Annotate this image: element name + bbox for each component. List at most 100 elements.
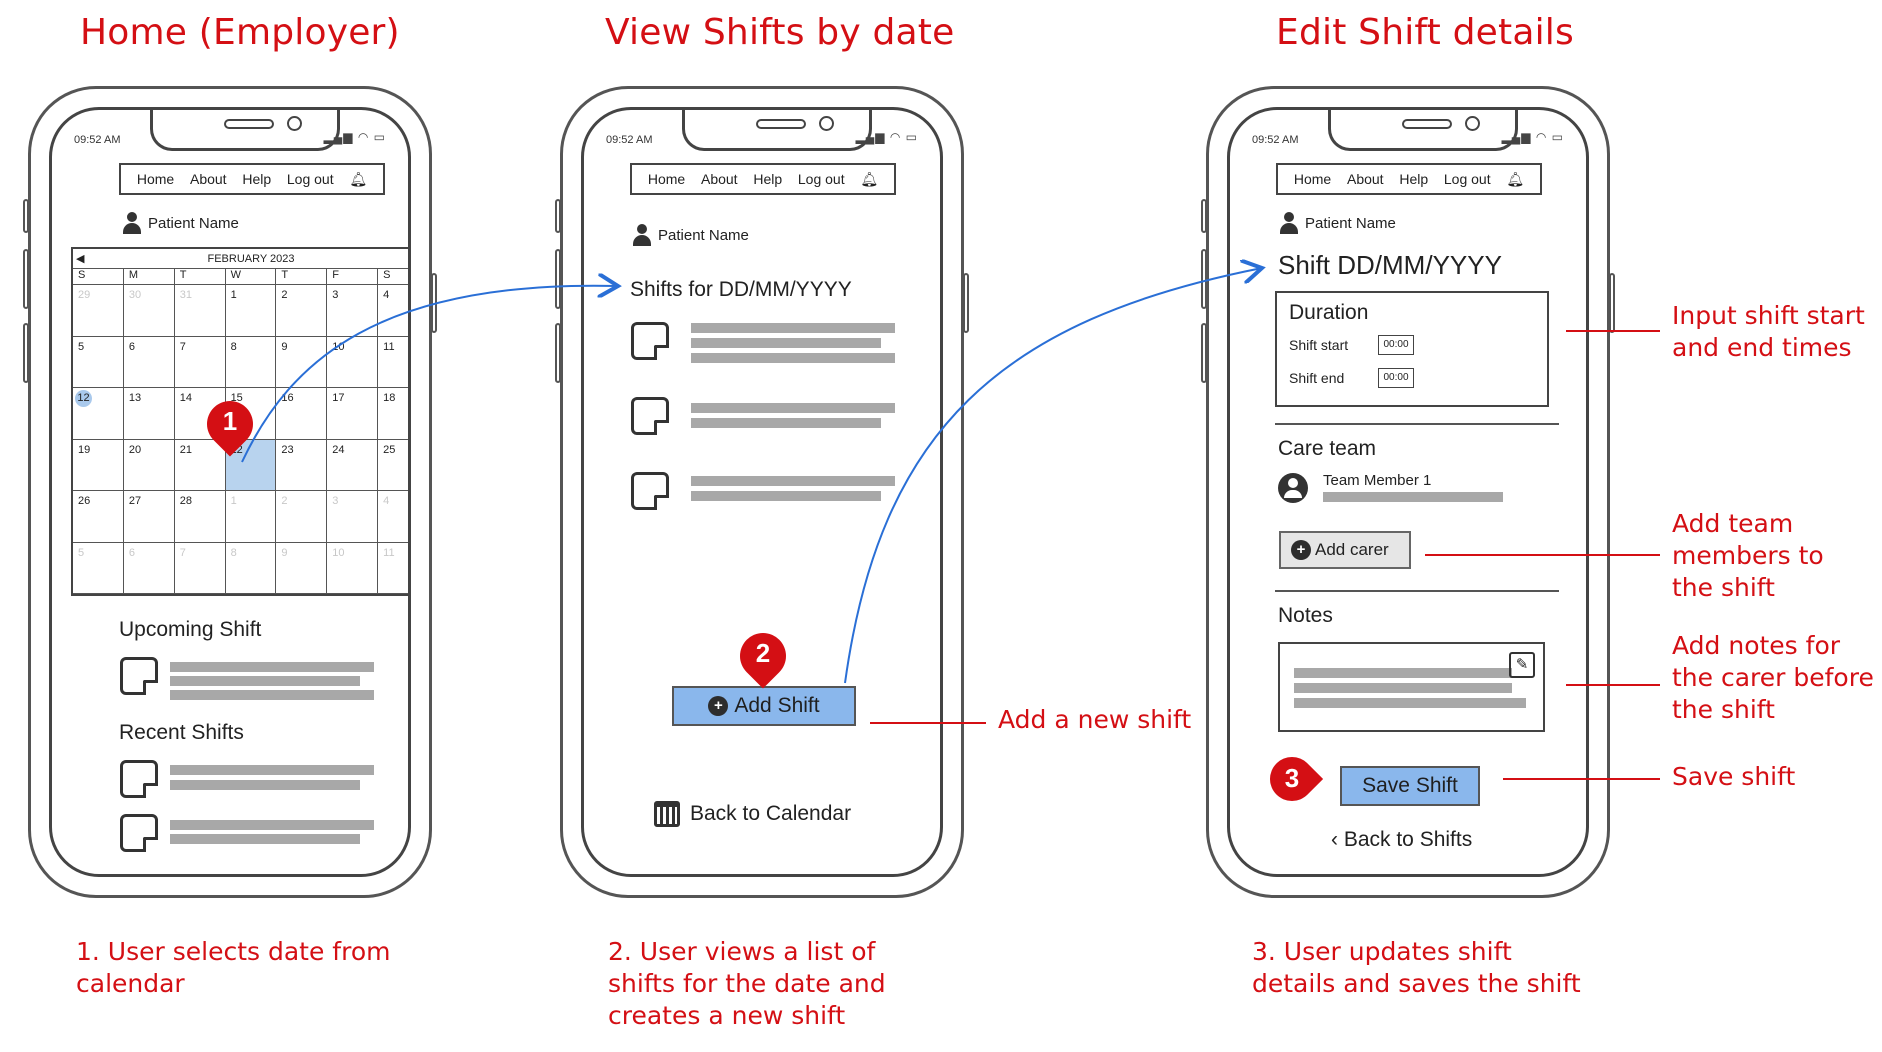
calendar-day-number: 23 [281, 443, 294, 456]
placeholder-bar [691, 353, 895, 363]
nav-bar: Home About Help Log out 🔔︎ [1276, 163, 1542, 195]
calendar-day[interactable]: 5 [73, 542, 124, 594]
placeholder-bar [691, 418, 881, 428]
calendar-day[interactable]: 29 [73, 285, 124, 337]
calendar-day[interactable]: 5 [73, 336, 124, 388]
back-to-calendar-link[interactable]: Back to Calendar [654, 801, 851, 827]
bell-icon[interactable]: 🔔︎ [349, 170, 368, 187]
placeholder-bar [691, 323, 895, 333]
calendar-day[interactable]: 19 [73, 439, 124, 491]
phone-side-button [1609, 273, 1615, 333]
nav-logout[interactable]: Log out [286, 171, 334, 187]
shift-start-input[interactable]: 00:00 [1378, 335, 1414, 355]
back-to-shifts-link[interactable]: ‹ Back to Shifts [1331, 828, 1473, 851]
calendar-day-number: 31 [179, 289, 192, 301]
phone-side-button [1201, 249, 1207, 309]
calendar-day[interactable]: 13 [123, 388, 175, 440]
calendar-day-number: 26 [78, 495, 91, 507]
calendar-day[interactable]: 7 [174, 542, 226, 594]
bell-icon[interactable]: 🔔︎ [1506, 170, 1525, 187]
weekday-label: T [276, 269, 328, 284]
phone-notch [1328, 110, 1518, 151]
calendar-day[interactable]: 30 [123, 285, 175, 337]
calendar-day[interactable]: 25 [378, 440, 408, 491]
placeholder-bar [691, 491, 881, 501]
calendar-day[interactable]: 26 [73, 491, 124, 543]
nav-help[interactable]: Help [753, 171, 783, 187]
nav-about[interactable]: About [1346, 171, 1384, 187]
calendar-day[interactable]: 11 [378, 337, 408, 388]
calendar-day[interactable]: 8 [225, 542, 277, 594]
nav-logout[interactable]: Log out [797, 171, 845, 187]
note-icon[interactable] [120, 760, 158, 798]
calendar-day[interactable]: 24 [327, 439, 379, 491]
calendar-day-number: 2 [281, 495, 288, 507]
calendar-day-number: 1 [230, 289, 237, 301]
calendar-day-number: 12 [75, 390, 92, 407]
nav-home[interactable]: Home [1293, 171, 1332, 187]
calendar-day[interactable]: 18 [378, 388, 408, 440]
nav-help[interactable]: Help [242, 171, 272, 187]
calendar-day-number: 19 [78, 443, 91, 456]
calendar-day-number: 30 [128, 289, 142, 301]
calendar-day[interactable]: 4 [378, 491, 408, 543]
calendar-day[interactable]: 9 [276, 542, 328, 594]
edit-pencil-icon[interactable]: ✎ [1509, 652, 1535, 678]
phone-side-button [23, 323, 29, 383]
calendar-day[interactable]: 1 [225, 491, 277, 543]
notes-textarea[interactable]: ✎ [1278, 642, 1545, 732]
calendar-day[interactable]: 31 [174, 285, 226, 337]
calendar-day[interactable]: 4 [378, 285, 408, 337]
calendar-day[interactable]: 12 [73, 388, 124, 440]
calendar-day[interactable]: 6 [123, 336, 175, 388]
calendar-day[interactable]: 21 [174, 439, 226, 491]
calendar-day[interactable]: 11 [378, 543, 408, 594]
calendar-day[interactable]: 9 [276, 336, 328, 388]
calendar-day[interactable]: 17 [327, 388, 379, 440]
notes-heading: Notes [1278, 604, 1333, 627]
calendar-day[interactable]: 1 [225, 285, 277, 337]
nav-about[interactable]: About [700, 171, 738, 187]
patient-name: Patient Name [148, 214, 239, 232]
nav-about[interactable]: About [189, 171, 227, 187]
arrow-addshift-to-edit [844, 268, 1262, 684]
placeholder-bar [1323, 492, 1503, 502]
calendar-day[interactable]: 3 [327, 491, 379, 543]
phone-notch [150, 110, 340, 151]
calendar-day-number: 17 [332, 392, 345, 404]
signal-wifi-battery-icon: ▂▄▆ ◠ ▭ [1501, 130, 1564, 144]
calendar-day[interactable]: 2 [276, 491, 328, 543]
placeholder-bar [691, 338, 881, 348]
note-icon[interactable] [631, 472, 669, 510]
prev-month-icon[interactable]: ◀ [76, 253, 85, 265]
calendar-day-number: 3 [332, 289, 339, 301]
note-icon[interactable] [631, 397, 669, 435]
calendar-day[interactable]: 7 [174, 336, 226, 388]
calendar-day[interactable]: 27 [123, 491, 175, 543]
save-shift-button[interactable]: Save Shift [1340, 766, 1480, 806]
note-icon[interactable] [631, 322, 669, 360]
nav-logout[interactable]: Log out [1443, 171, 1491, 187]
weekday-label: W [226, 269, 277, 284]
calendar-day[interactable]: 2 [276, 285, 328, 337]
title-view-shifts: View Shifts by date [605, 12, 955, 53]
calendar-day[interactable]: 6 [123, 542, 175, 594]
nav-home[interactable]: Home [136, 171, 175, 187]
save-shift-label: Save Shift [1362, 774, 1458, 797]
speaker [756, 119, 806, 129]
calendar-day[interactable]: 10 [327, 542, 379, 594]
calendar-day[interactable]: 28 [174, 491, 226, 543]
calendar-day[interactable]: 8 [225, 336, 277, 388]
bell-icon[interactable]: 🔔︎ [860, 170, 879, 187]
calendar-day[interactable]: 23 [276, 439, 328, 491]
add-shift-button[interactable]: + Add Shift [672, 686, 856, 726]
calendar-day-number: 5 [78, 340, 85, 353]
calendar-day[interactable]: 20 [123, 439, 175, 491]
phone-side-button [555, 249, 561, 309]
shift-end-input[interactable]: 00:00 [1378, 368, 1414, 388]
annotation-save-shift: Save shift [1672, 762, 1796, 791]
add-carer-button[interactable]: + Add carer [1279, 531, 1411, 569]
note-icon[interactable] [120, 814, 158, 852]
nav-home[interactable]: Home [647, 171, 686, 187]
nav-help[interactable]: Help [1399, 171, 1429, 187]
